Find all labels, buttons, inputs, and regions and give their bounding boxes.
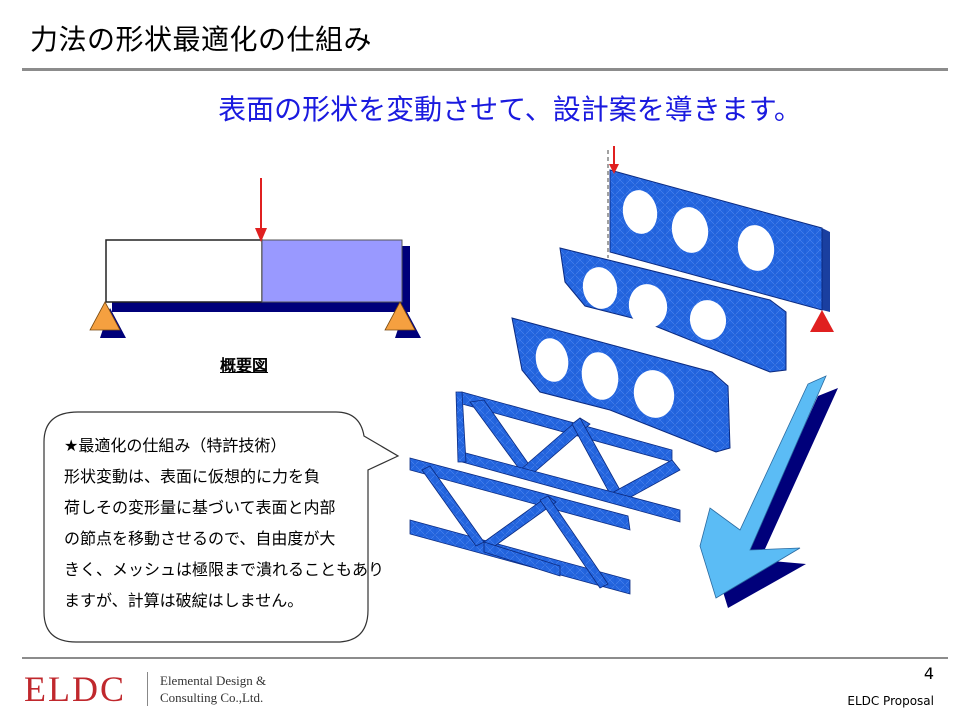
company-logo: ELDC — [24, 669, 126, 709]
bubble-line: 形状変動は、表面に仮想的に力を負 — [64, 467, 321, 486]
support-triangle-icon — [810, 310, 834, 332]
bubble-text: ★最適化の仕組み（特許技術） 形状変動は、表面に仮想的に力を負 荷しその変形量に… — [64, 430, 385, 616]
bubble-line: きく、メッシュは極限まで潰れることもあり — [64, 560, 385, 579]
note-bubble — [43, 411, 400, 643]
company-line: Elemental Design & — [160, 673, 267, 688]
support-triangle-icon — [384, 301, 421, 338]
load-arrow-icon — [609, 146, 619, 174]
diagram-caption: 概要図 — [220, 356, 269, 375]
mesh-stage-5 — [409, 457, 631, 595]
company-name: Elemental Design & Consulting Co.,Ltd. — [160, 672, 266, 706]
bubble-line: ★最適化の仕組み（特許技術） — [64, 436, 287, 455]
mesh-stage-1 — [607, 146, 834, 332]
overview-diagram — [89, 178, 421, 338]
load-arrow-icon — [255, 178, 267, 242]
document-label: ELDC Proposal — [847, 694, 934, 708]
mesh-stage-4 — [455, 391, 681, 523]
footer-divider — [22, 657, 948, 659]
mesh-stage-2 — [559, 247, 787, 373]
bubble-line: の節点を移動させるので、自由度が大 — [64, 529, 336, 548]
mesh-stage-3 — [511, 317, 731, 453]
page-number: 4 — [923, 664, 934, 683]
subtitle: 表面の形状を変動させて、設計案を導きます。 — [218, 93, 802, 126]
page-title: 力法の形状最適化の仕組み — [30, 23, 373, 56]
bubble-line: ますが、計算は破綻はしません。 — [64, 591, 304, 610]
support-triangle-icon — [89, 301, 126, 338]
bubble-line: 荷しその変形量に基づいて表面と内部 — [64, 498, 336, 517]
big-down-arrow-icon — [699, 375, 838, 608]
title-divider — [22, 68, 948, 71]
company-line: Consulting Co.,Ltd. — [160, 690, 264, 705]
logo-separator — [147, 672, 148, 706]
